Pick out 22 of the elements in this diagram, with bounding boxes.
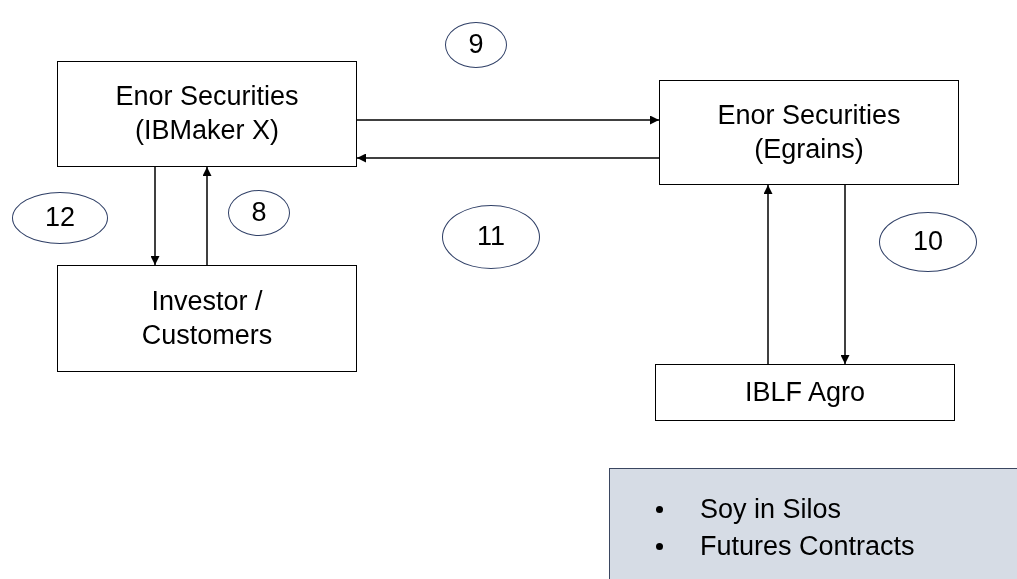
process-box [57, 265, 357, 372]
step-number: 9 [468, 28, 484, 62]
arrow [356, 153, 660, 163]
step-number: 11 [477, 220, 505, 254]
box-label: Enor Securities (Egrains) [716, 98, 902, 166]
step-number: 12 [44, 201, 75, 235]
bullet-item: Soy in Silos [652, 490, 915, 528]
box-label: Enor Securities (IBMaker X) [114, 80, 300, 147]
step-number: 8 [251, 196, 267, 230]
box-label: IBLF Agro [744, 375, 866, 409]
process-box [57, 61, 357, 167]
process-box [659, 80, 959, 185]
note-panel [609, 468, 1017, 579]
arrow [150, 166, 160, 266]
box-label: Investor / Customers [140, 284, 274, 352]
arrow [763, 184, 773, 365]
bullet-item: Futures Contracts [652, 528, 915, 566]
step-number: 10 [912, 225, 943, 259]
arrow [840, 184, 850, 365]
arrow [202, 166, 212, 266]
process-box [655, 364, 955, 421]
arrow [356, 115, 660, 125]
